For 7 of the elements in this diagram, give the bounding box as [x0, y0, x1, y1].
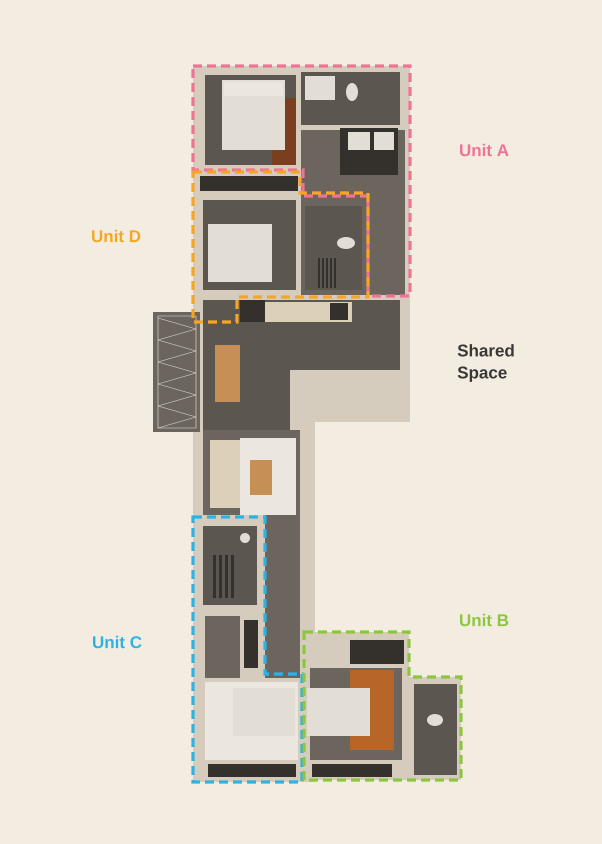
node-label: Unit B — [460, 614, 508, 626]
unit-outline: Unit B — [302, 614, 508, 782]
unit-outline: Unit C — [93, 515, 304, 784]
node-label: Unit C — [92, 636, 142, 648]
node-label: Unit D — [92, 230, 140, 242]
area-label: Shared Space — [458, 344, 514, 382]
node-label: Unit A — [460, 144, 509, 156]
